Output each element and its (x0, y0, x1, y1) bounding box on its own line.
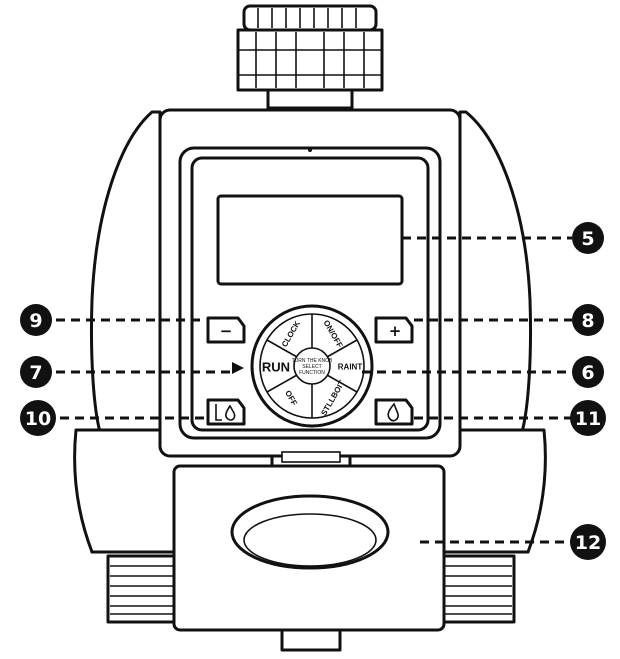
callout-12-label: 12 (575, 532, 601, 554)
selector-dial[interactable]: CLOCK ON/OFF OFF STLLBOIT RUN RAINT TURN… (250, 304, 374, 428)
callout-8: 8 (572, 304, 604, 336)
callout-7-label: 7 (29, 362, 42, 384)
leader-lines (56, 236, 572, 544)
dial-center-line-3: FUNCTION (299, 370, 325, 376)
callout-7: 7 (20, 356, 52, 388)
dial-run-label: RUN (262, 360, 290, 375)
callout-6-label: 6 (581, 362, 594, 384)
callout-9: 9 (20, 304, 52, 336)
left-grip (89, 110, 162, 434)
callout-11: 11 (570, 400, 606, 436)
dial-segment-rain: RAINT (338, 363, 363, 372)
minus-icon: − (220, 322, 233, 340)
rain-delay-button[interactable] (374, 398, 414, 426)
right-grip (458, 110, 533, 434)
callout-5-label: 5 (581, 228, 594, 250)
lcd-display (216, 194, 404, 286)
minus-button[interactable]: − (206, 316, 246, 344)
callout-8-label: 8 (581, 310, 594, 332)
dial-center-line-1: TURN THE KNOB (292, 358, 333, 364)
callout-6: 6 (572, 356, 604, 388)
callout-11-label: 11 (575, 408, 601, 430)
hose-connector-top (236, 4, 384, 110)
plus-icon: + (389, 322, 402, 340)
callout-5: 5 (572, 222, 604, 254)
callout-9-label: 9 (29, 310, 42, 332)
battery-cover (172, 464, 446, 652)
plus-button[interactable]: + (374, 316, 414, 344)
run-pointer-arrow (232, 362, 244, 374)
callout-10: 10 (20, 400, 56, 436)
manual-water-icon (215, 404, 236, 421)
bottom-threads (106, 554, 516, 624)
manual-watering-button[interactable] (206, 398, 246, 426)
callout-12: 12 (570, 524, 606, 560)
dial-center-line-2: SELECT (302, 364, 321, 370)
water-drop-icon (387, 402, 399, 422)
callout-10-label: 10 (25, 408, 51, 430)
